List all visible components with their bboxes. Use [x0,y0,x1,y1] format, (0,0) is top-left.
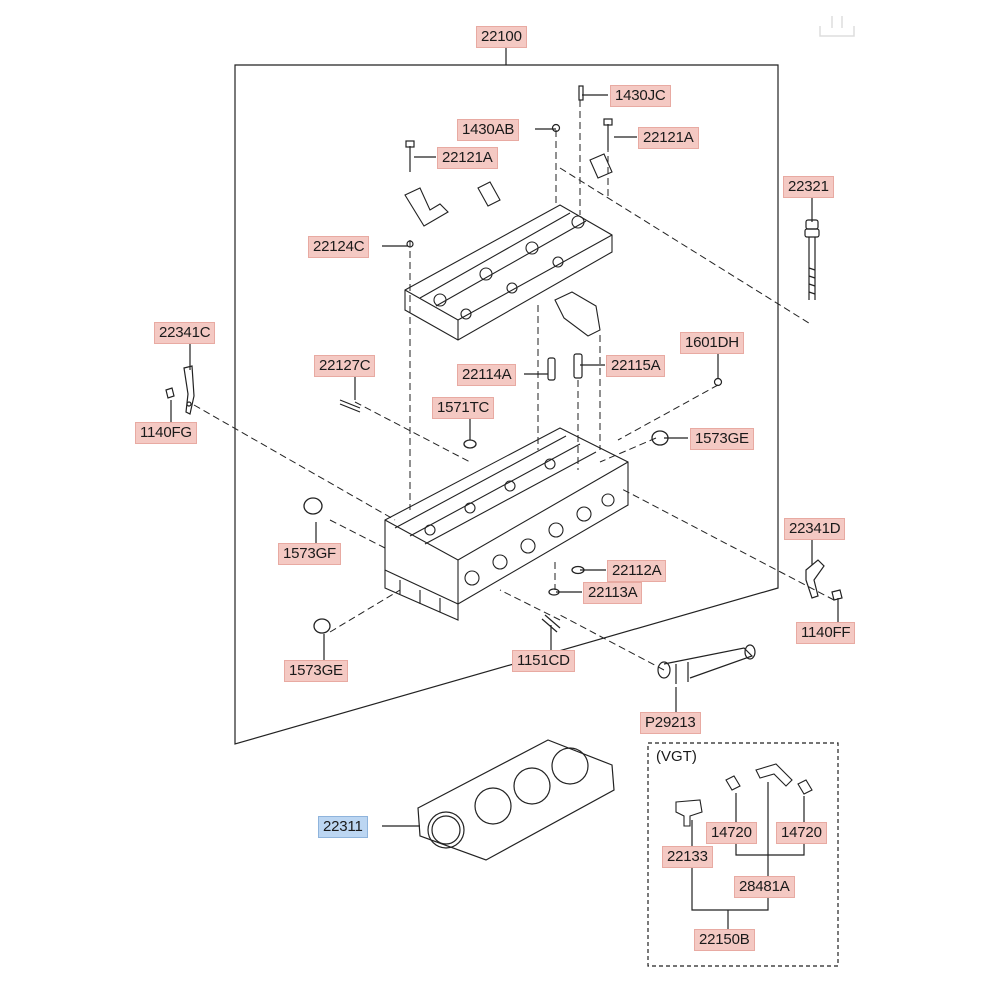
part-label-22121a-right[interactable]: 22121A [638,127,699,149]
part-label-1140fg[interactable]: 1140FG [135,422,197,444]
part-label-22112a[interactable]: 22112A [607,560,667,582]
part-label-22341c[interactable]: 22341C [154,322,216,344]
part-label-1601dh[interactable]: 1601DH [680,332,744,354]
part-label-1571tc[interactable]: 1571TC [432,397,495,419]
part-label-22321[interactable]: 22321 [783,176,834,198]
part-label-1573ge-right[interactable]: 1573GE [690,428,754,450]
part-label-p29213[interactable]: P29213 [640,712,701,734]
assembly-frame [234,64,779,745]
part-label-22121a-left[interactable]: 22121A [437,147,498,169]
bolt-icons [405,85,723,387]
cylinder-head [384,427,629,621]
vgt-caption: (VGT) [656,748,697,765]
part-label-22341d[interactable]: 22341D [784,518,846,540]
part-label-1140ff[interactable]: 1140FF [796,622,856,644]
part-label-22311[interactable]: 22311 [318,816,368,838]
vgt-parts [675,763,813,827]
part-label-1573gf[interactable]: 1573GF [278,543,341,565]
dowel-pins [339,353,583,633]
part-label-22115a[interactable]: 22115A [606,355,666,377]
part-label-22150b[interactable]: 22150B [694,929,755,951]
head-bolt-22321 [804,219,820,300]
part-label-1430ab[interactable]: 1430AB [457,119,520,141]
part-label-22100[interactable]: 22100 [476,26,527,48]
part-label-1573ge-left[interactable]: 1573GE [284,660,348,682]
pipe-p29213 [657,644,756,684]
part-label-14720-left[interactable]: 14720 [706,822,757,844]
part-label-28481a[interactable]: 28481A [734,876,795,898]
head-gasket-22311 [417,739,615,861]
part-label-1430jc[interactable]: 1430JC [610,85,671,107]
part-label-22114a[interactable]: 22114A [457,364,517,386]
plug-caps [303,430,669,634]
camshaft-carrier [404,153,613,341]
vgt-dashed-box [647,742,839,967]
brackets [165,365,843,601]
corner-watermark [818,14,856,38]
part-label-22124c[interactable]: 22124C [308,236,370,258]
part-label-22113a[interactable]: 22113A [583,582,643,604]
part-label-22133[interactable]: 22133 [662,846,713,868]
part-label-1151cd[interactable]: 1151CD [512,650,575,672]
part-label-22127c[interactable]: 22127C [314,355,376,377]
part-label-14720-right[interactable]: 14720 [776,822,827,844]
